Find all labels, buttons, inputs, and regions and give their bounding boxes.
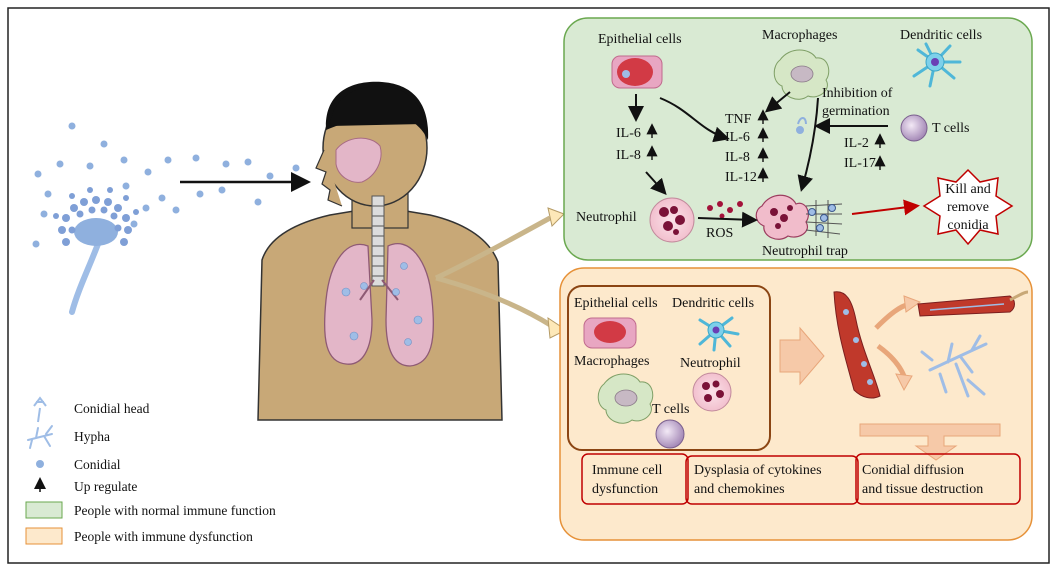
macrophage-icon-2 (597, 373, 654, 424)
immune-cells-box (567, 285, 771, 451)
t-cell-icon-2 (655, 419, 685, 449)
immune-cell-dysfunction-box (581, 453, 689, 505)
legend-label-hypha: Hypha (74, 429, 110, 444)
t-cell-icon (900, 114, 928, 142)
upregulate-arrows (646, 109, 886, 182)
label-neutrophil-2: Neutrophil (680, 356, 741, 371)
label-neutrophil-trap: Neutrophil trap (762, 244, 848, 259)
outer-frame (7, 7, 1050, 564)
label-t-cells-2: T cells (652, 402, 690, 417)
label-il6-left: IL-6 (616, 126, 641, 141)
human-figure (257, 81, 567, 421)
legend (25, 396, 63, 545)
progression-arrow (779, 326, 825, 386)
label-t-cells: T cells (932, 121, 970, 136)
conidial-diffusion-box (855, 453, 1021, 505)
label-epithelial-cells: Epithelial cells (598, 32, 682, 47)
ros-particles (707, 201, 743, 219)
label-macrophages: Macrophages (762, 28, 838, 43)
label-germination: germination (822, 104, 890, 119)
dysfunction-panel (559, 267, 1033, 541)
legend-label-dysfunction: People with immune dysfunction (74, 529, 253, 544)
label-il2: IL-2 (844, 136, 869, 151)
label-epithelial-cells-2: Epithelial cells (574, 296, 658, 311)
label-tnf: TNF (725, 112, 752, 127)
label-inhibition-of: Inhibition of (822, 86, 893, 101)
blood-vessel-icon (833, 291, 881, 399)
macrophage-icon (773, 49, 830, 100)
neutrophil-icon-2 (692, 372, 732, 412)
legend-label-up-regulate: Up regulate (74, 479, 138, 494)
legend-hypha-icon (27, 425, 53, 449)
label-il6-mid: IL-6 (725, 130, 750, 145)
legend-label-conidial: Conidial (74, 457, 121, 472)
label-immune-cell: Immune cell (592, 463, 663, 478)
convergence-arrow (859, 423, 1001, 461)
label-remove: remove (947, 200, 989, 215)
kill-arrow (851, 199, 920, 216)
hypha-icon (920, 334, 988, 398)
label-dendritic-cells-2: Dendritic cells (672, 296, 755, 311)
label-dysplasia-of-cytokines: Dysplasia of cytokines (694, 463, 822, 478)
label-dysfunction: dysfunction (592, 482, 659, 497)
legend-normal-swatch (25, 501, 63, 519)
label-kill-and: Kill and (945, 182, 991, 197)
label-conidia: conidia (947, 218, 989, 233)
neutrophil-icon (649, 197, 695, 243)
legend-label-conidial-head: Conidial head (74, 401, 150, 416)
label-macrophages-2: Macrophages (574, 354, 650, 369)
vessel-with-hypha-icon (917, 290, 1029, 317)
legend-label-normal: People with normal immune function (74, 503, 276, 518)
cytokine-dysplasia-box (685, 455, 859, 505)
epithelial-cell-icon-2 (583, 317, 637, 349)
label-il8-mid: IL-8 (725, 150, 750, 165)
label-conidial-diffusion: Conidial diffusion (862, 463, 965, 478)
legend-dysfunction-swatch (25, 527, 63, 545)
dendritic-cell-icon (912, 42, 962, 88)
aspergillus-illustration (32, 122, 311, 315)
label-il8-left: IL-8 (616, 148, 641, 163)
epithelial-cell-icon (611, 55, 663, 89)
kill-conidia-star (922, 168, 1014, 246)
neutrophil-trap-icon (755, 194, 843, 240)
label-dendritic-cells: Dendritic cells (900, 28, 983, 43)
label-and-chemokines: and chemokines (694, 482, 785, 497)
label-ros: ROS (706, 226, 734, 241)
label-tissue-destruction: and tissue destruction (862, 482, 984, 497)
legend-conidial-head-icon (33, 396, 47, 423)
label-il17: IL-17 (844, 156, 876, 171)
legend-conidial-icon (36, 460, 44, 468)
dendritic-cell-icon-2 (698, 316, 740, 352)
label-neutrophil: Neutrophil (576, 210, 637, 225)
germinating-conidium-icon (796, 117, 807, 134)
label-il12-mid: IL-12 (725, 170, 757, 185)
